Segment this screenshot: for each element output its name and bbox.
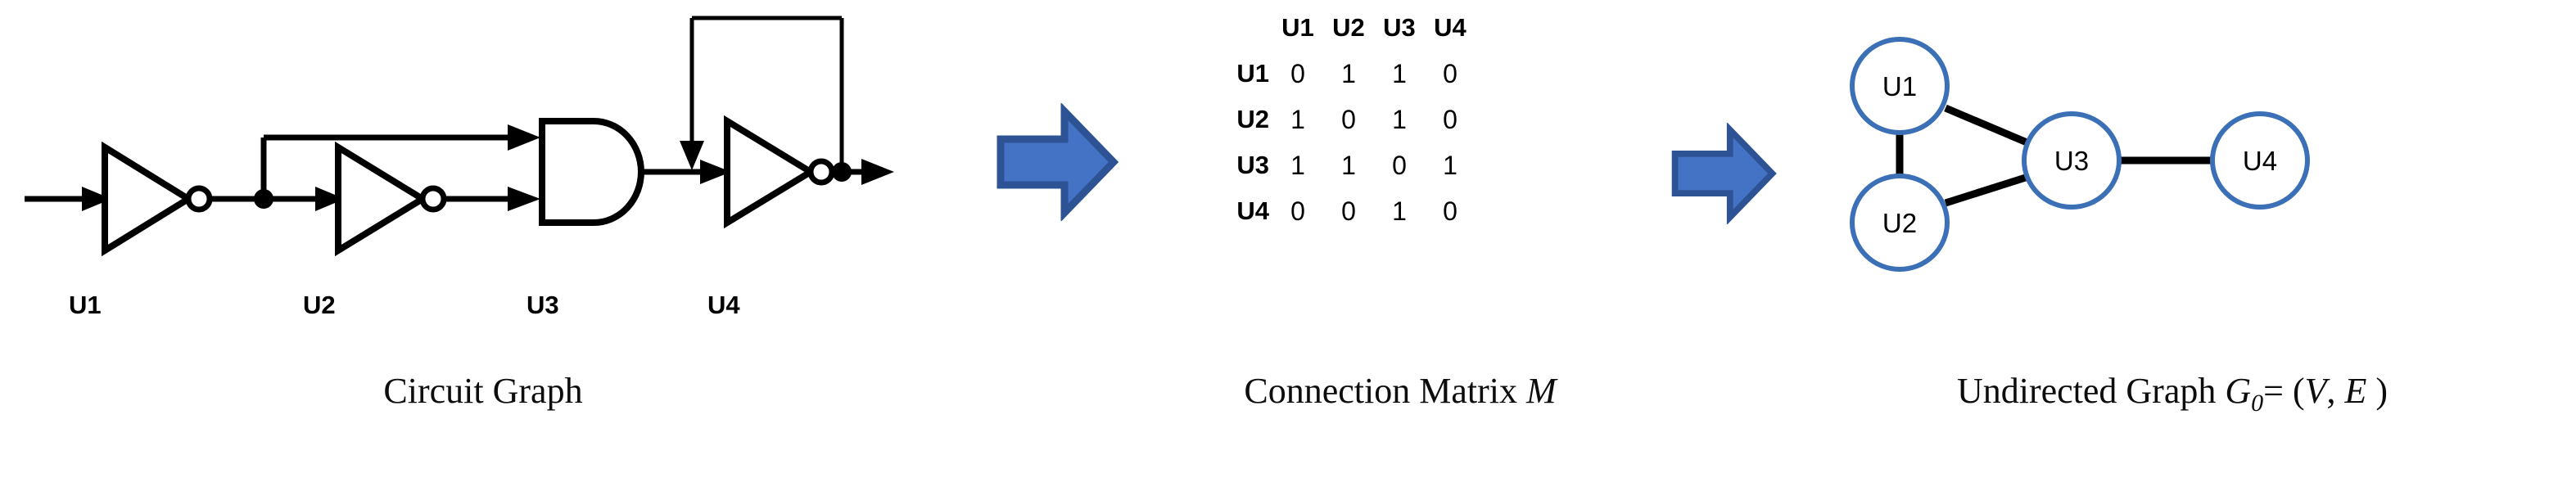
caption-graph-equals: = (: [2263, 371, 2305, 411]
caption-matrix-symbol: M: [1525, 371, 1557, 411]
circuit-label-u4: U4: [707, 291, 740, 319]
caption-graph-symbol: G: [2225, 371, 2252, 411]
matrix-col-header-u4: U4: [1434, 13, 1467, 42]
caption-graph-comma: ,: [2326, 371, 2345, 411]
gate-u1-body: [102, 141, 195, 257]
junction-dot-u4: [832, 162, 852, 182]
matrix-cell-u3-u4: 1: [1443, 150, 1457, 180]
matrix-row: U2 1 0 1 0: [1195, 97, 1476, 142]
caption-graph-v: V: [2304, 371, 2327, 411]
arrowhead-u2-in: [315, 187, 345, 211]
circuit-panel: U1 U2 U3 U4: [0, 0, 966, 478]
matrix-cell-u1-u4: 0: [1443, 58, 1457, 88]
graph-node-u2: [1850, 174, 1950, 272]
matrix-col-header-u3: U3: [1383, 13, 1416, 42]
matrix-cell-u2-u4: 0: [1443, 104, 1457, 134]
matrix-cell-u3-u1: 1: [1290, 150, 1305, 180]
arrowhead-output: [861, 159, 894, 185]
matrix-row-header-u4: U4: [1236, 196, 1269, 225]
circuit-diagram: [25, 16, 894, 257]
circuit-label-u3: U3: [526, 291, 559, 319]
arrowhead-u4-in: [700, 160, 731, 184]
matrix-cell-u1-u1: 0: [1290, 58, 1305, 88]
matrix-cell-u1-u3: 1: [1392, 58, 1407, 88]
matrix-cell-u1-u2: 1: [1341, 58, 1356, 88]
graph-node-label-u3: U3: [2054, 146, 2089, 176]
matrix-cell-u2-u2: 0: [1341, 104, 1356, 134]
matrix-header-row: U1 U2 U3 U4: [1195, 5, 1476, 51]
matrix-cell-u3-u3: 0: [1392, 150, 1407, 180]
caption-graph-subscript: 0: [2251, 389, 2264, 417]
graph-node-u3: [2022, 111, 2122, 210]
gate-u2-body: [335, 141, 429, 257]
arrowhead-feedback: [680, 141, 704, 170]
matrix-cell-u2-u3: 1: [1392, 104, 1407, 134]
arrow-circuit-to-matrix: [997, 103, 1119, 221]
gate-u2-bubble: [419, 185, 447, 213]
caption-circuit-text: Circuit Graph: [383, 371, 583, 411]
matrix-cell-u4-u1: 0: [1290, 196, 1305, 226]
matrix-row: U4 0 0 1 0: [1195, 188, 1476, 234]
matrix-cell-u4-u2: 0: [1341, 196, 1356, 226]
caption-graph-prefix: Undirected Graph: [1956, 371, 2226, 411]
circuit-label-u1: U1: [69, 291, 102, 319]
gate-u4-body: [724, 115, 817, 229]
graph-node-label-u1: U1: [1882, 71, 1917, 101]
caption-circuit: Circuit Graph: [0, 370, 966, 412]
graph-node-u1: [1850, 37, 1950, 135]
circuit-label-u2: U2: [303, 291, 336, 319]
gate-u1-bubble: [185, 185, 213, 213]
edge-u2-u3: [1944, 172, 2032, 207]
arrow-matrix-to-graph: [1671, 123, 1777, 224]
arrowhead-u3-in-bottom: [508, 187, 540, 211]
matrix-row-header-u3: U3: [1236, 151, 1269, 179]
matrix-cell-u4-u3: 1: [1392, 196, 1407, 226]
gate-u4-bubble: [807, 158, 835, 186]
caption-graph-e: E: [2344, 371, 2367, 411]
matrix-row: U3 1 1 0 1: [1195, 142, 1476, 188]
caption-graph-close: ): [2366, 371, 2388, 411]
gate-u3-body: [539, 118, 644, 226]
matrix-row-header-u2: U2: [1236, 105, 1269, 133]
caption-matrix-prefix: Connection Matrix: [1244, 371, 1526, 411]
matrix-panel: U1 U2 U3 U4 U1 0 1 1 0 U2 1 0: [1146, 0, 1654, 478]
matrix-row: U1 0 1 1 0: [1195, 51, 1476, 97]
graph-panel: U1 U2 U3 U4: [1785, 0, 2576, 478]
matrix-cell-u3-u2: 1: [1341, 150, 1356, 180]
caption-matrix: Connection Matrix M: [1073, 370, 1728, 412]
arrowhead-u3-in-top: [508, 124, 540, 151]
graph-node-label-u2: U2: [1882, 208, 1917, 238]
matrix-row-header-u1: U1: [1236, 59, 1269, 88]
arrowhead-input: [82, 187, 111, 211]
graph-node-u4: [2210, 111, 2310, 210]
connection-matrix-table: U1 U2 U3 U4 U1 0 1 1 0 U2 1 0: [1195, 5, 1476, 234]
matrix-corner-cell: [1195, 5, 1272, 51]
matrix-col-header-u1: U1: [1281, 13, 1314, 42]
matrix-cell-u4-u4: 0: [1443, 196, 1457, 226]
graph-node-label-u4: U4: [2243, 146, 2277, 176]
undirected-graph-diagram: U1 U2 U3 U4: [1850, 37, 2310, 272]
edge-u1-u3: [1944, 104, 2032, 148]
matrix-col-header-u2: U2: [1332, 13, 1365, 42]
caption-graph: Undirected Graph G0= (V, E ): [1769, 370, 2576, 417]
matrix-cell-u2-u1: 1: [1290, 104, 1305, 134]
